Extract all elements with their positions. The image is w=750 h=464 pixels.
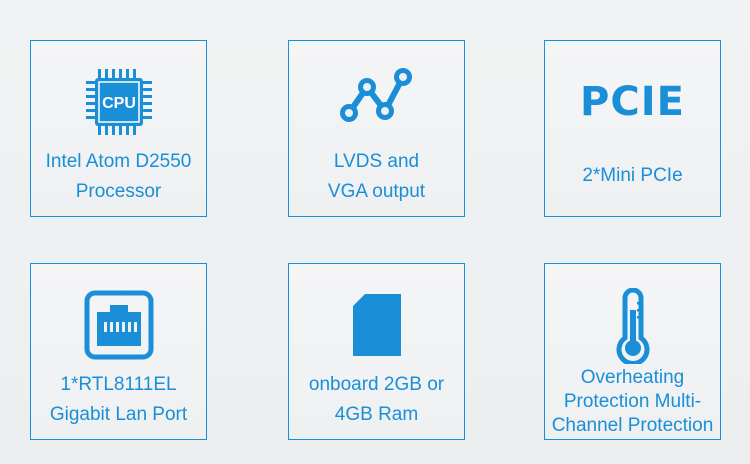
card-label-line: Gigabit Lan Port <box>49 404 188 425</box>
feature-card-pcie: PCIE 2*Mini PCIe <box>544 40 721 217</box>
card-label-line: Processor <box>75 181 162 202</box>
feature-card-display-output: LVDS and VGA output <box>288 40 465 217</box>
memory-card-icon <box>289 292 464 358</box>
feature-card-thermal: Overheating Protection Multi- Channel Pr… <box>544 263 721 440</box>
card-label: LVDS and VGA output <box>289 147 464 207</box>
card-label: 1*RTL8111EL Gigabit Lan Port <box>31 370 206 430</box>
card-label: Overheating Protection Multi- Channel Pr… <box>545 366 720 438</box>
card-label-line: Protection Multi- <box>563 391 702 412</box>
card-label: Intel Atom D2550 Processor <box>31 147 206 207</box>
cpu-icon-text: CPU <box>102 95 136 112</box>
card-label-line: LVDS and <box>333 151 420 172</box>
pcie-text: PCIE <box>580 79 685 125</box>
card-label-line: onboard 2GB or <box>308 374 445 395</box>
graph-nodes-icon <box>289 67 464 127</box>
feature-card-ethernet: 1*RTL8111EL Gigabit Lan Port <box>30 263 207 440</box>
cpu-icon: CPU <box>31 67 206 137</box>
card-label-line: Intel Atom D2550 <box>45 151 192 172</box>
feature-card-memory: onboard 2GB or 4GB Ram <box>288 263 465 440</box>
card-label: 2*Mini PCIe <box>545 161 720 191</box>
card-label-line: 1*RTL8111EL <box>60 374 177 395</box>
feature-card-cpu: CPU Intel Atom D2550 Processor <box>30 40 207 217</box>
card-label: onboard 2GB or 4GB Ram <box>289 370 464 430</box>
ethernet-port-icon <box>31 290 206 360</box>
card-label-line: Channel Protection <box>551 415 714 436</box>
card-label-line: VGA output <box>327 181 426 202</box>
card-label-line: 4GB Ram <box>334 404 419 425</box>
card-label-line: 2*Mini PCIe <box>582 165 683 186</box>
card-label-line: Overheating <box>580 367 685 388</box>
thermometer-icon <box>545 288 720 364</box>
